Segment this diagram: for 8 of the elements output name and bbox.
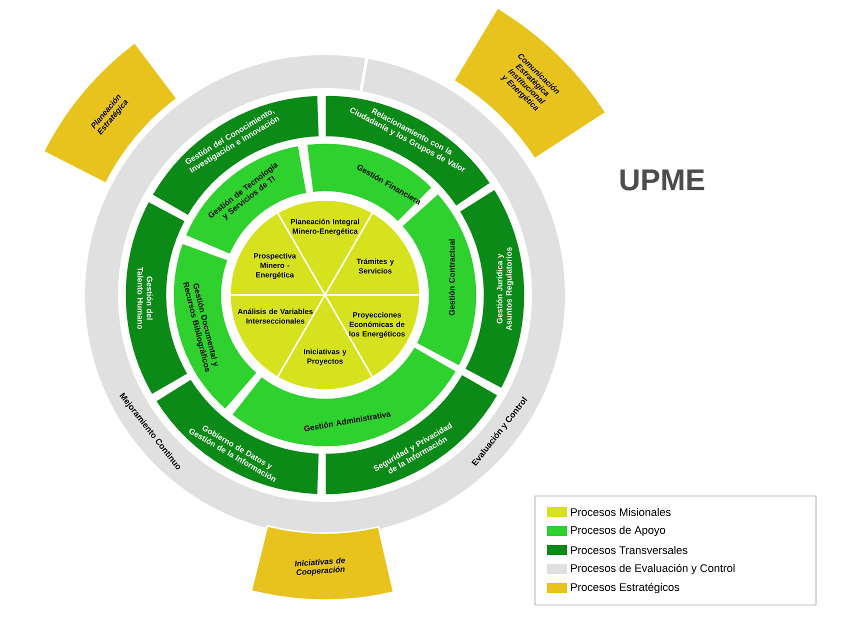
- legend-label: Procesos Transversales: [571, 546, 688, 554]
- legend-label: Procesos de Apoyo: [571, 526, 666, 536]
- agency-name: UPME: [620, 170, 704, 190]
- legend-label: Procesos Misionales: [571, 508, 671, 516]
- strategic-tab: Iniciativas de Cooperación: [250, 525, 394, 601]
- process-segment: Gestión Jurídica y Asuntos Regulatorios: [458, 188, 526, 390]
- legend-label: Procesos Estratégicos: [571, 582, 680, 594]
- legend-label: Procesos de Evaluación y Control: [571, 564, 735, 574]
